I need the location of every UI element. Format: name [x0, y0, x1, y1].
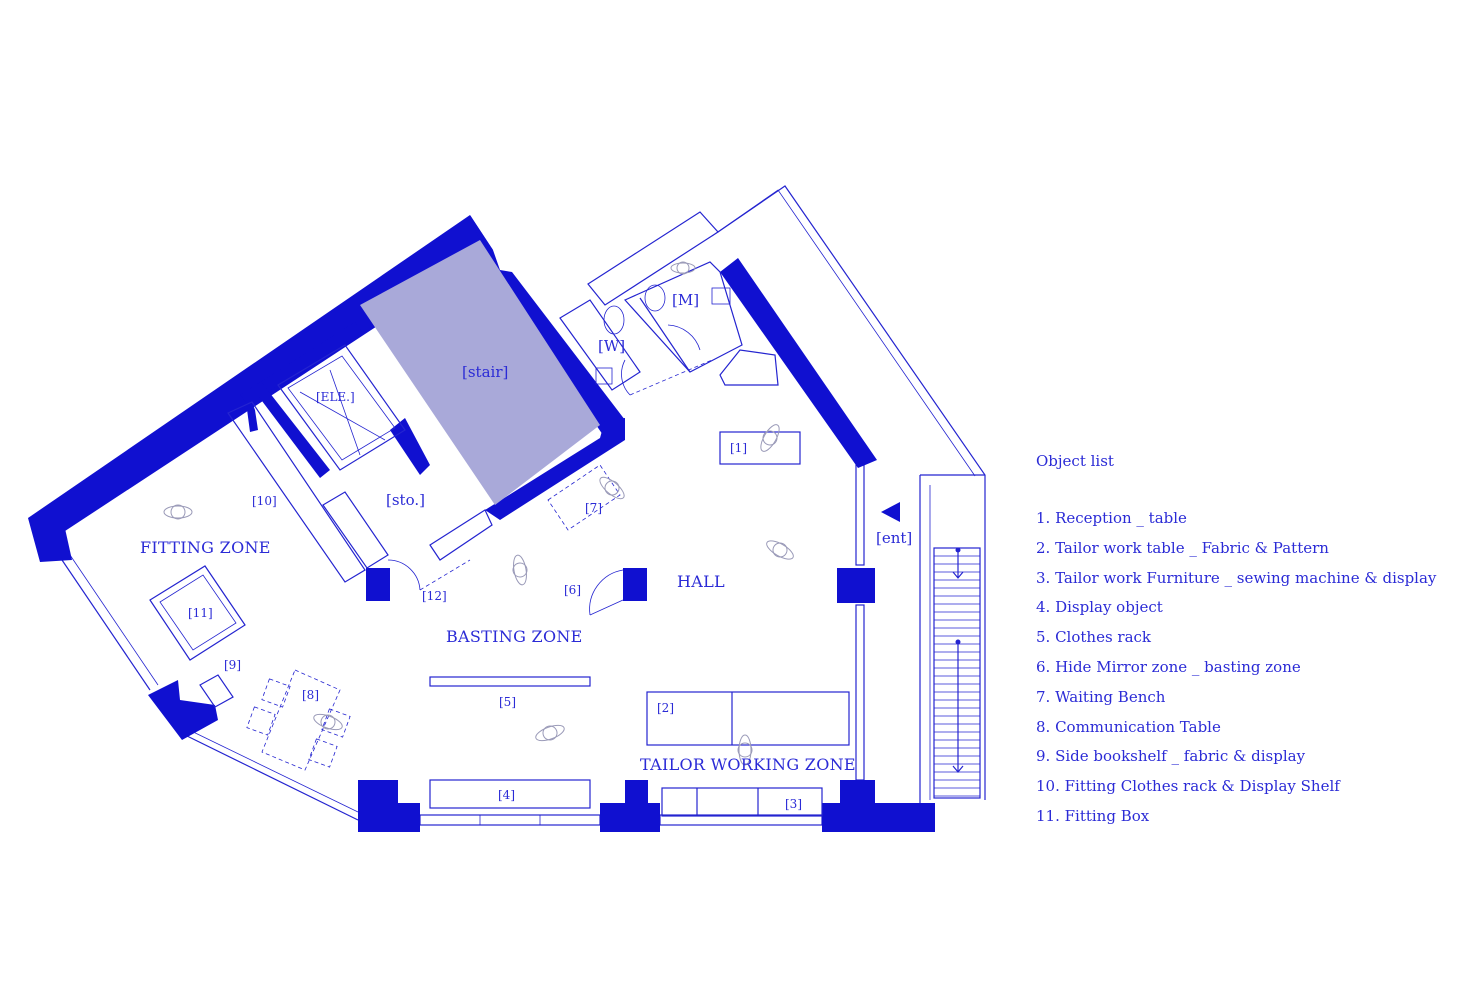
sanitary-fixtures	[595, 284, 731, 385]
entrance-label: [ent]	[876, 529, 912, 547]
object-list-item: 3. Tailor work Furniture _ sewing machin…	[1036, 568, 1437, 587]
object-list-item: 1. Reception _ table	[1036, 509, 1187, 527]
object-list-item: 8. Communication Table	[1036, 717, 1221, 736]
exterior-outline	[61, 185, 986, 826]
toilet-icon	[603, 305, 625, 335]
object-list: Object list 1. Reception _ table 2. Tail…	[1036, 452, 1476, 836]
women-wc-label: [W]	[598, 337, 625, 355]
person-icon	[760, 424, 780, 452]
tag-10: [10]	[252, 494, 277, 508]
object-list-item: 11. Fitting Box	[1036, 806, 1150, 825]
fitting-zone-label: FITTING ZONE	[140, 538, 271, 557]
room-labels: [stair] [ELE.] [sto.] [W] [M] [ent]	[316, 291, 912, 547]
exterior-staircase	[933, 547, 981, 799]
person-icon	[670, 261, 696, 275]
object-list-item: 6. Hide Mirror zone _ basting zone	[1036, 657, 1301, 676]
elevator-label: [ELE.]	[316, 390, 355, 404]
person-icon	[599, 476, 625, 500]
interior-lines	[149, 211, 900, 817]
walls	[28, 215, 935, 832]
basting-zone-label: BASTING ZONE	[446, 627, 583, 646]
tag-11: [11]	[188, 606, 213, 620]
people-figures	[163, 261, 794, 766]
tag-9: [9]	[224, 658, 241, 672]
men-wc-label: [M]	[672, 291, 699, 309]
object-list-item: 2. Tailor work table _ Fabric & Pattern	[1036, 538, 1329, 557]
zone-labels: FITTING ZONE BASTING ZONE HALL TAILOR WO…	[140, 538, 856, 774]
object-list-item: 7. Waiting Bench	[1036, 687, 1166, 706]
tag-12: [12]	[422, 589, 447, 603]
object-tags: [1] [2] [3] [4] [5] [6] [7] [8] [9] [10]…	[188, 441, 802, 811]
hall-label: HALL	[677, 572, 725, 591]
entrance-arrow-icon	[881, 502, 900, 522]
sink-icon	[711, 287, 731, 305]
sink-icon	[595, 367, 613, 385]
object-list-item: 4. Display object	[1036, 598, 1163, 617]
tag-8: [8]	[302, 688, 319, 702]
tag-5: [5]	[499, 695, 516, 709]
toilet-icon	[644, 284, 666, 312]
tag-3: [3]	[785, 797, 802, 811]
storage-label: [sto.]	[386, 491, 425, 509]
object-list-item: 9. Side bookshelf _ fabric & display	[1036, 747, 1306, 766]
object-list-item: 10. Fitting Clothes rack & Display Shelf	[1036, 777, 1340, 796]
object-list-item: 5. Clothes rack	[1036, 628, 1152, 647]
stair-label: [stair]	[462, 363, 508, 381]
person-icon	[737, 734, 753, 766]
tag-2: [2]	[657, 701, 674, 715]
object-list-title: Object list	[1036, 452, 1114, 470]
person-icon	[766, 540, 794, 560]
tag-7: [7]	[585, 501, 602, 515]
tag-6: [6]	[564, 583, 581, 597]
person-icon	[313, 713, 343, 731]
person-icon	[535, 724, 565, 742]
tag-4: [4]	[498, 788, 515, 802]
tag-1: [1]	[730, 441, 747, 455]
person-icon	[512, 554, 528, 586]
stair-area	[360, 240, 600, 505]
person-icon	[163, 504, 193, 520]
tailor-working-zone-label: TAILOR WORKING ZONE	[640, 755, 856, 774]
